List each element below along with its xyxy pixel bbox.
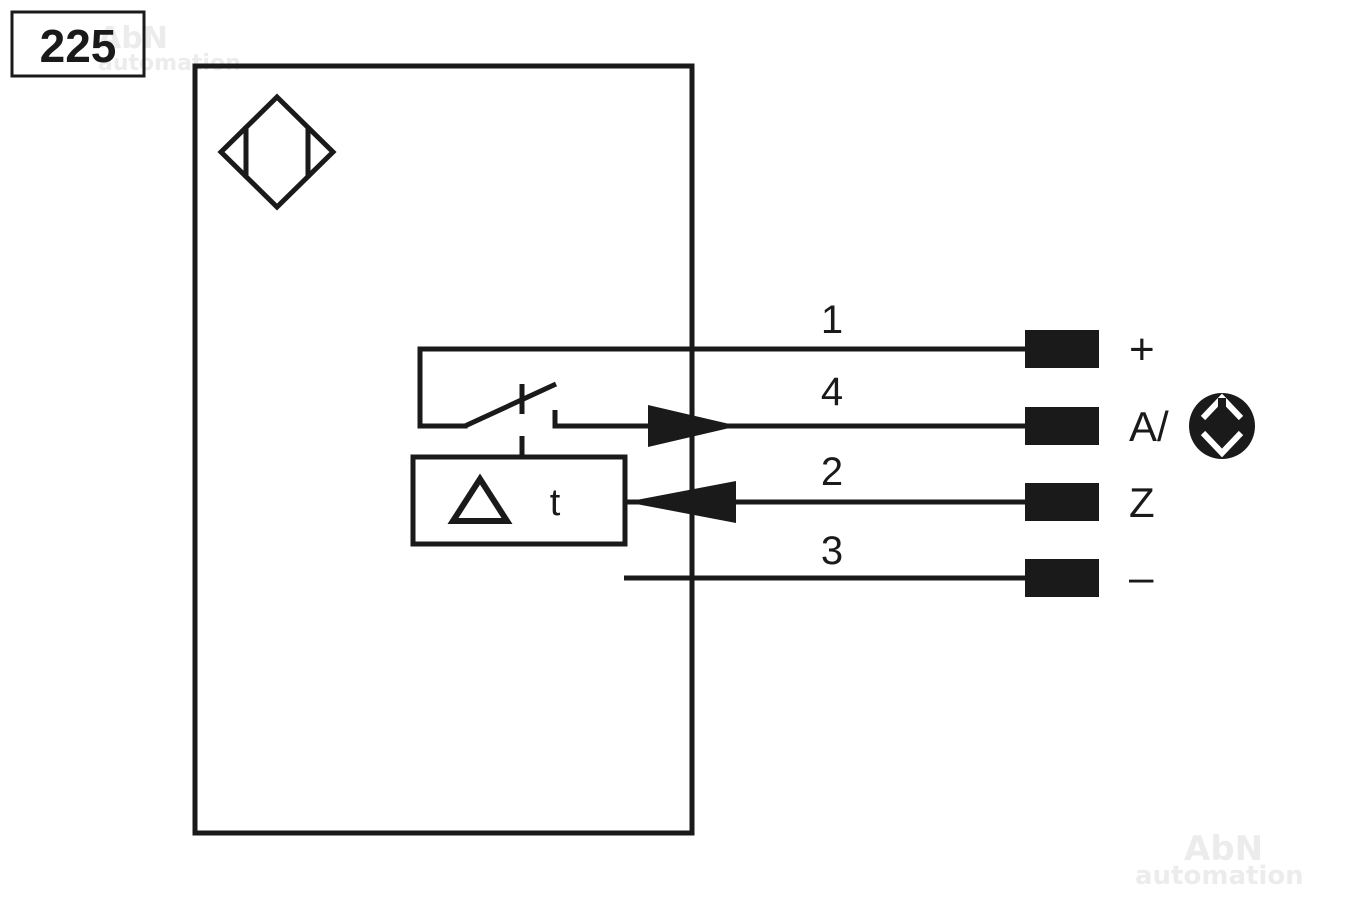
terminals — [1025, 330, 1099, 597]
terminal-4-block — [1025, 407, 1099, 445]
pin-1-label: 1 — [821, 298, 843, 342]
watermark-brand-bottom: AbN — [1184, 829, 1263, 869]
terminal-3-block — [1025, 559, 1099, 597]
watermark-brand-top: AbN — [98, 21, 168, 56]
antivalent-output-icon — [1189, 393, 1255, 459]
diagram-number: 225 — [40, 20, 117, 72]
terminal-1-label: + — [1129, 325, 1155, 374]
output-arrow-icon — [648, 405, 738, 447]
sensor-housing — [192, 63, 695, 836]
terminal-labels: + A/ Z – — [1129, 325, 1169, 602]
timer-block: t — [410, 454, 628, 547]
watermark-sub-bottom: automation — [1135, 861, 1304, 891]
terminal-1-block — [1025, 330, 1099, 368]
input-arrow-icon — [626, 481, 736, 523]
internal-wiring — [417, 346, 1033, 581]
pin-numbers: 1 4 2 3 — [821, 298, 843, 573]
inductive-sensor-diamond-icon — [217, 93, 337, 211]
terminal-3-label: – — [1129, 553, 1154, 602]
pin-2-label: 2 — [821, 450, 843, 494]
diagram-number-badge: 225 — [10, 10, 146, 78]
timer-label: t — [550, 482, 561, 524]
pin-4-label: 4 — [821, 370, 843, 414]
pin-3-label: 3 — [821, 529, 843, 573]
terminal-2-block — [1025, 483, 1099, 521]
watermark-bottom: AbN automation — [1135, 829, 1304, 891]
terminal-2-label: Z — [1129, 479, 1155, 526]
delta-triangle-icon — [447, 473, 513, 524]
terminal-4-label: A/ — [1129, 403, 1169, 450]
